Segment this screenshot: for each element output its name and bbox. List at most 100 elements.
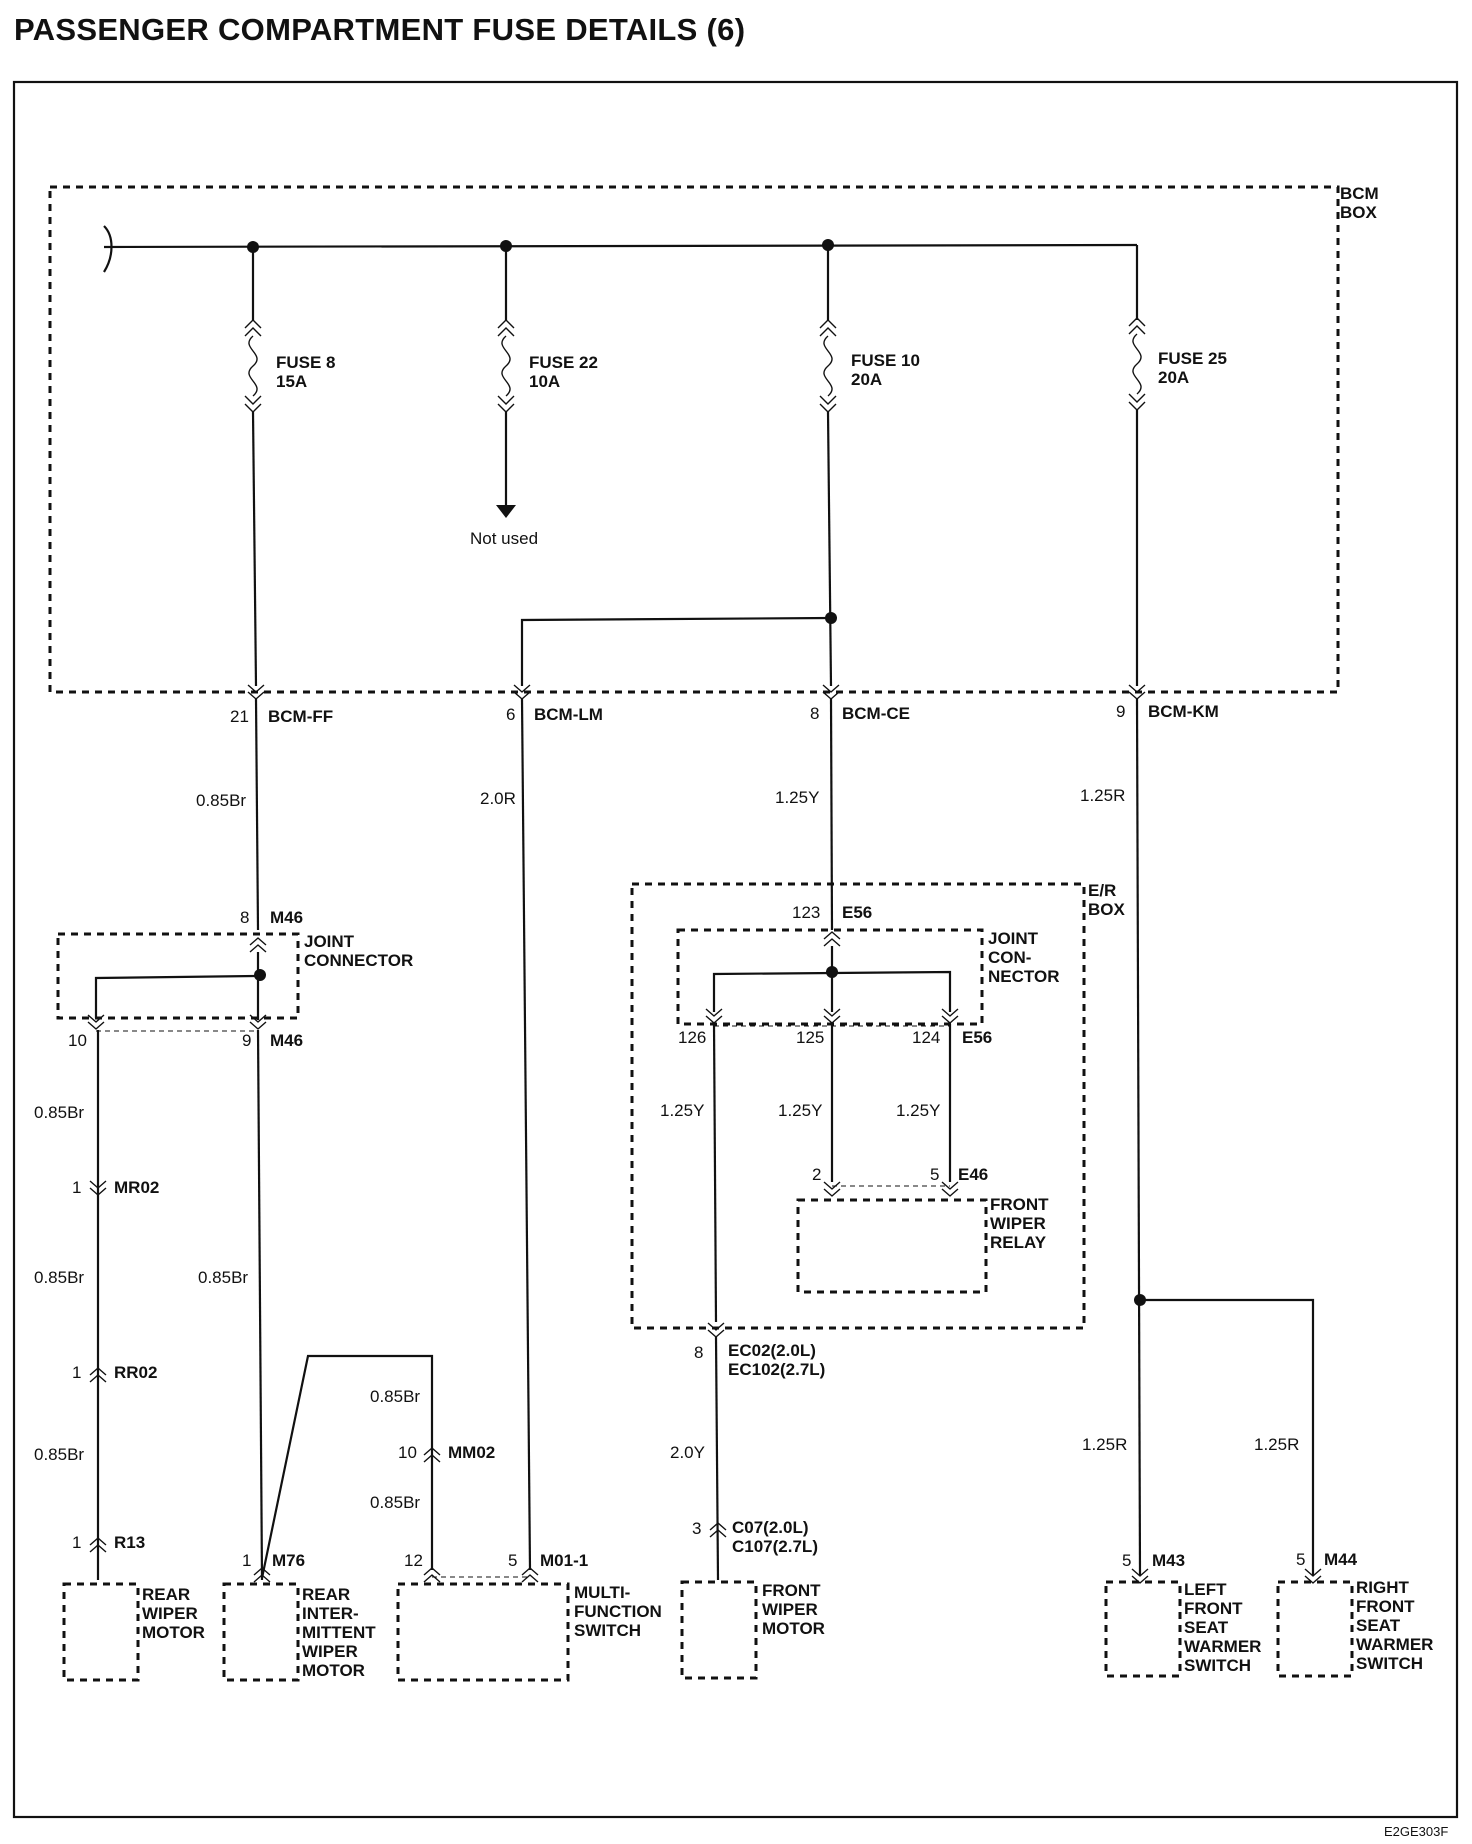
wire-right-seat: 1.25R xyxy=(1254,1435,1299,1454)
fuse-10-label: FUSE 10 20A xyxy=(851,351,925,389)
figure-code: E2GE303F xyxy=(1384,1824,1448,1839)
not-used-label: Not used xyxy=(470,529,538,548)
front-wiper-motor-label: FRONT WIPER MOTOR xyxy=(762,1581,825,1638)
wire-e56-126: 1.25Y xyxy=(660,1101,704,1120)
fuse-22-symbol xyxy=(497,319,515,413)
r13-connector xyxy=(89,1537,107,1546)
fuse-25-label: FUSE 25 20A xyxy=(1158,349,1232,387)
bcm-km-pin: 9 xyxy=(1116,702,1125,721)
e56-pin-125: 125 xyxy=(796,1028,824,1047)
m46-in-pin: 8 xyxy=(240,908,249,927)
e56-in-pin: 123 xyxy=(792,903,820,922)
m76-connector xyxy=(253,1567,271,1576)
bcm-ff-name: BCM-FF xyxy=(268,707,333,726)
wire-bcm-km: 1.25R xyxy=(1080,786,1125,805)
wire-e56-125: 1.25Y xyxy=(778,1101,822,1120)
wire-bcm-ce: 1.25Y xyxy=(775,788,819,807)
er-box xyxy=(630,882,1086,1330)
m76-name: M76 xyxy=(272,1551,305,1570)
m46-out-name: M46 xyxy=(270,1031,303,1050)
m01-name: M01-1 xyxy=(540,1551,588,1570)
m46-junction xyxy=(254,969,266,981)
wire-c2: 0.85Br xyxy=(370,1493,420,1512)
fuse-8-symbol xyxy=(244,319,262,413)
wire-bcm-ff: 0.85Br xyxy=(196,791,246,810)
bcm-ff-pin: 21 xyxy=(230,707,249,726)
rr02-name: RR02 xyxy=(114,1363,157,1382)
bcm-ff-connector xyxy=(247,684,265,700)
e46-pin2-connector xyxy=(823,1181,841,1190)
joint-connector-right-label: JOINT CON- NECTOR xyxy=(988,929,1059,986)
wire-a3: 0.85Br xyxy=(34,1445,84,1464)
e56-in-name: E56 xyxy=(842,903,872,922)
e46-pin-2: 2 xyxy=(812,1165,821,1184)
power-bus xyxy=(103,243,1138,249)
fuse-10-symbol xyxy=(819,319,837,413)
rear-wiper-motor-label: REAR WIPER MOTOR xyxy=(142,1585,205,1642)
bcm-box xyxy=(48,185,1340,694)
left-seat-warmer-label: LEFT FRONT SEAT WARMER SWITCH xyxy=(1184,1580,1266,1675)
rear-intermittent-wiper-motor-label: REAR INTER- MITTENT WIPER MOTOR xyxy=(302,1585,380,1680)
left-seat-warmer-box xyxy=(1104,1580,1182,1678)
ec02-pin: 8 xyxy=(694,1343,703,1362)
multi-function-switch-label: MULTI- FUNCTION SWITCH xyxy=(574,1583,667,1640)
e46-pin5-connector xyxy=(941,1181,959,1190)
fuse-22-label: FUSE 22 10A xyxy=(529,353,603,391)
page-title: PASSENGER COMPARTMENT FUSE DETAILS (6) xyxy=(14,12,746,47)
bcm-ce-pin: 8 xyxy=(810,704,819,723)
right-seat-warmer-label: RIGHT FRONT SEAT WARMER SWITCH xyxy=(1356,1578,1438,1673)
m46-in-name: M46 xyxy=(270,908,303,927)
m01-pin12-connector xyxy=(423,1567,441,1576)
m46-pin-10: 10 xyxy=(68,1031,87,1050)
m43-pin: 5 xyxy=(1122,1551,1131,1570)
multi-function-switch-box xyxy=(396,1582,570,1682)
wire-ec02: 2.0Y xyxy=(670,1443,705,1462)
m01-pin-5: 5 xyxy=(508,1551,517,1570)
mr02-pin: 1 xyxy=(72,1178,81,1197)
e56-out-name: E56 xyxy=(962,1028,992,1047)
wire-bcm-lm: 2.0R xyxy=(480,789,516,808)
mm02-connector xyxy=(423,1447,441,1456)
not-used-arrow xyxy=(496,505,516,518)
joint-connector-right xyxy=(676,928,984,1026)
m44-name: M44 xyxy=(1324,1550,1358,1569)
ec02-connector xyxy=(707,1322,725,1338)
fuse-25-symbol xyxy=(1128,317,1146,411)
fuse-8-label: FUSE 8 15A xyxy=(276,353,340,391)
e56-pin-124: 124 xyxy=(912,1028,940,1047)
mm02-pin: 10 xyxy=(398,1443,417,1462)
e56-pin-126: 126 xyxy=(678,1028,706,1047)
wire-b: 0.85Br xyxy=(198,1268,248,1287)
m46-pin-9: 9 xyxy=(242,1031,251,1050)
wire-a2: 0.85Br xyxy=(34,1268,84,1287)
m01-pin5-connector xyxy=(521,1567,539,1576)
front-wiper-motor-box xyxy=(680,1580,758,1680)
wire-e56-124: 1.25Y xyxy=(896,1101,940,1120)
m43-name: M43 xyxy=(1152,1551,1185,1570)
m44-pin: 5 xyxy=(1296,1550,1305,1569)
mm02-name: MM02 xyxy=(448,1443,495,1462)
r13-pin: 1 xyxy=(72,1533,81,1552)
bcm-ce-name: BCM-CE xyxy=(842,704,910,723)
page-frame xyxy=(12,80,1459,1819)
rr02-connector xyxy=(89,1367,107,1376)
bcm-km-connector xyxy=(1128,684,1146,700)
e46-name: E46 xyxy=(958,1165,988,1184)
wire-c1: 0.85Br xyxy=(370,1387,420,1406)
m76-pin: 1 xyxy=(242,1551,251,1570)
m01-pin-12: 12 xyxy=(404,1551,423,1570)
right-seat-warmer-box xyxy=(1276,1580,1354,1678)
joint-connector-left xyxy=(56,932,300,1020)
front-wiper-relay-box xyxy=(796,1198,988,1294)
rear-intermittent-wiper-motor-box xyxy=(222,1582,300,1682)
c07-pin: 3 xyxy=(692,1519,701,1538)
c07-connector xyxy=(709,1522,727,1531)
bcm-km-name: BCM-KM xyxy=(1148,702,1219,721)
bcm-lm-pin: 6 xyxy=(506,705,515,724)
front-wiper-relay-label: FRONT WIPER RELAY xyxy=(990,1195,1053,1252)
wire-left-seat: 1.25R xyxy=(1082,1435,1127,1454)
c07-label: C07(2.0L) C107(2.7L) xyxy=(732,1518,818,1556)
mr02-name: MR02 xyxy=(114,1178,159,1197)
ec02-label: EC02(2.0L) EC102(2.7L) xyxy=(728,1341,825,1379)
